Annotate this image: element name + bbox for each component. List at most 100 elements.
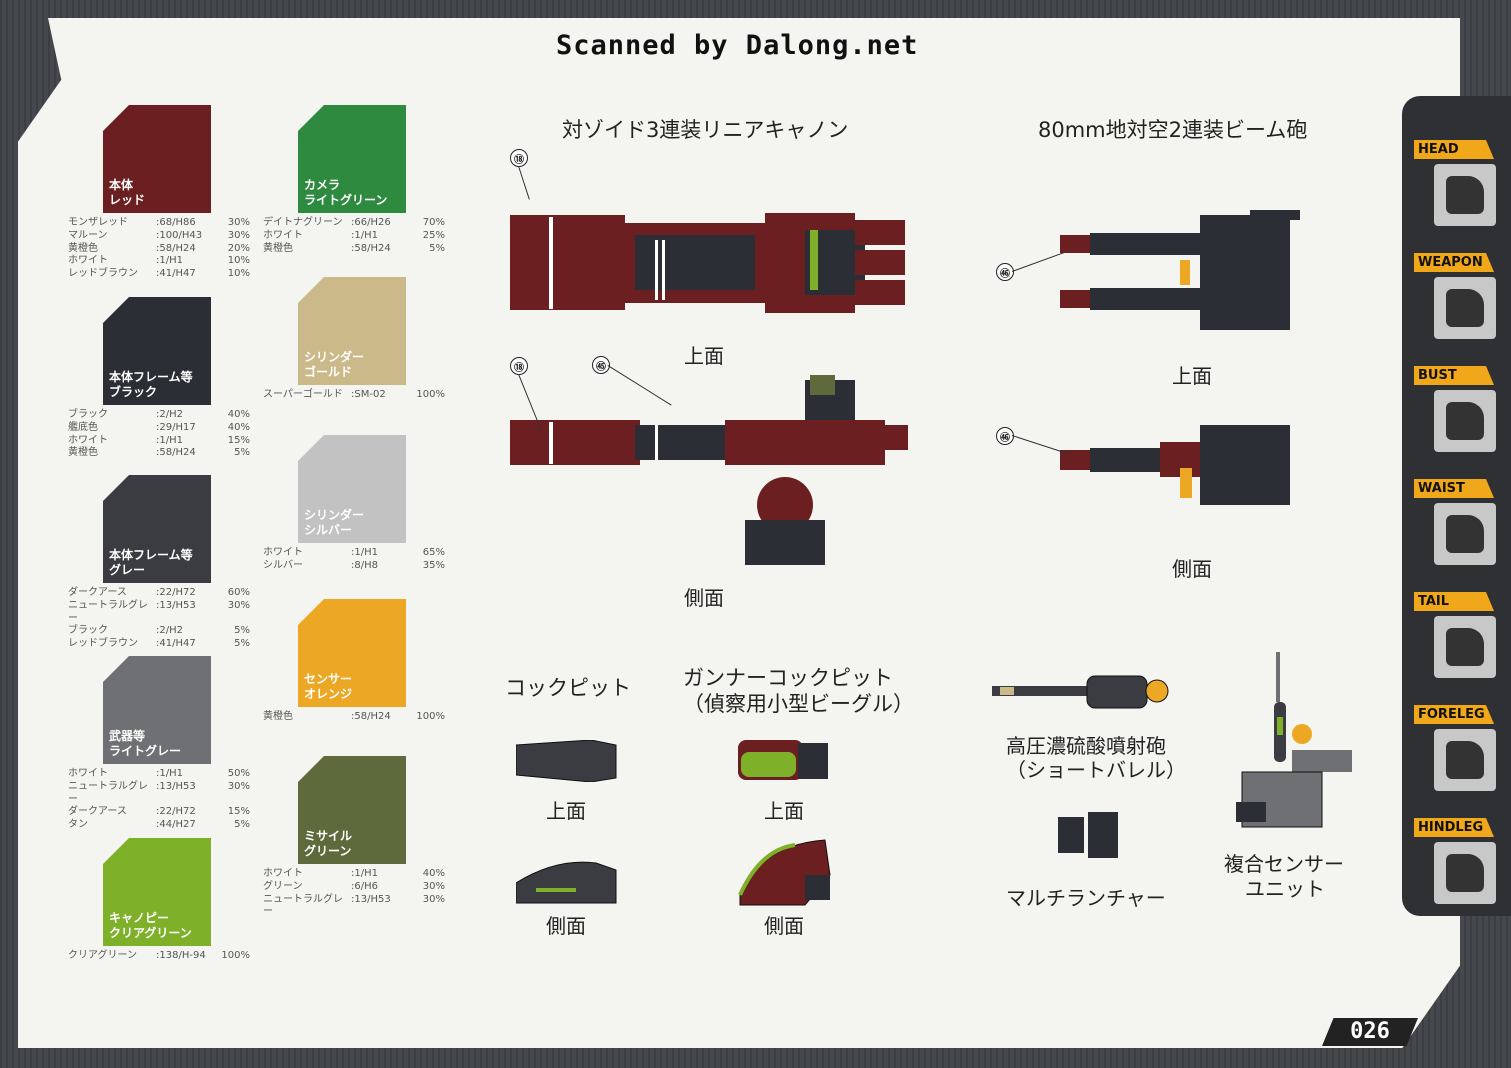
paint-code: :100/H43: [156, 229, 203, 241]
swatch-name-line2: グリーン: [304, 844, 352, 858]
paint-ratio: 100%: [416, 389, 445, 400]
paint-ratio: 5%: [234, 638, 250, 650]
swatch-name-line1: ミサイル: [304, 829, 353, 843]
paint-ratio: 5%: [234, 625, 250, 637]
sensor-unit-view: [1236, 652, 1352, 828]
color-swatch: カメラライトグリーン: [298, 105, 406, 213]
paint-ratio: 50%: [227, 768, 250, 779]
paint-code: :13/H53: [156, 780, 196, 792]
paint-ratio: 30%: [422, 893, 445, 905]
paint-name: ダークアース: [68, 806, 127, 818]
zoid-part-icon: [1434, 616, 1496, 678]
swatch-name-line2: クリアグリーン: [109, 926, 192, 940]
multi-title: マルチランチャー: [1006, 886, 1166, 910]
gunner-top-caption: 上面: [764, 799, 804, 823]
paint-ratio: 40%: [227, 421, 250, 433]
beam-side-caption: 側面: [1172, 557, 1212, 581]
swatch-name-line2: ブラック: [109, 385, 158, 399]
gunner-top-view: [738, 740, 828, 780]
swatch-name-line2: オレンジ: [304, 687, 353, 701]
swatch-name-line1: カメラ: [304, 178, 341, 192]
paint-name: ホワイト: [263, 229, 303, 241]
paint-name: ダークアース: [68, 587, 127, 598]
paint-name: ニュートラルグレー: [263, 893, 343, 918]
paint-ratio: 25%: [422, 229, 445, 241]
tab-waist[interactable]: WAIST: [1414, 479, 1500, 579]
color-swatch: センサーオレンジ: [298, 599, 406, 707]
tab-label: HINDLEG: [1414, 818, 1494, 837]
color-swatch: 本体レッド: [103, 105, 211, 213]
color-swatch: 本体フレーム等ブラック: [103, 297, 211, 405]
paint-name: 黄橙色: [263, 242, 293, 254]
paint-ratio: 15%: [227, 434, 250, 446]
paint-code: :44/H27: [156, 819, 196, 831]
tab-hindleg[interactable]: HINDLEG: [1414, 818, 1500, 918]
paint-code: :1/H1: [156, 434, 183, 446]
paint-code: :138/H-94: [156, 950, 206, 961]
swatch-name-line2: ライトグリーン: [304, 193, 388, 207]
tab-head[interactable]: HEAD: [1414, 140, 1500, 240]
zoid-part-icon: [1434, 277, 1496, 339]
paint-code: :2/H2: [156, 625, 183, 637]
swatch-label: シリンダーゴールド: [304, 350, 364, 380]
cannon-top-view: [510, 213, 905, 313]
paint-ratio: 100%: [416, 711, 445, 722]
tab-label: BUST: [1414, 366, 1494, 385]
tab-label: HEAD: [1414, 140, 1494, 159]
beam-top-caption: 上面: [1172, 364, 1212, 388]
swatch-name-line1: キャノピー: [109, 911, 170, 925]
tab-tail[interactable]: TAIL: [1414, 592, 1500, 692]
swatch-label: シリンダーシルバー: [304, 508, 364, 538]
paint-mix-row: ホワイト :1/H1 25%: [263, 230, 445, 243]
swatch-name-line2: シルバー: [304, 523, 353, 537]
paint-code: :41/H47: [156, 268, 196, 280]
paint-name: ホワイト: [68, 768, 108, 779]
tab-bust[interactable]: BUST: [1414, 366, 1500, 466]
cockpit-title: コックピット: [505, 676, 631, 700]
tab-weapon[interactable]: WEAPON: [1414, 253, 1500, 353]
zoid-part-icon: [1434, 729, 1496, 791]
paint-code: :1/H1: [156, 255, 183, 267]
paint-code: :2/H2: [156, 409, 183, 420]
beam-title: 80mm地対空2連装ビーム砲: [1038, 118, 1308, 142]
beam-side-view: [1060, 425, 1290, 505]
swatch-label: カメラライトグリーン: [304, 178, 387, 208]
paint-code: :58/H24: [156, 242, 196, 254]
paint-code: :1/H1: [351, 868, 378, 879]
swatch-label: ミサイルグリーン: [304, 829, 352, 859]
swatch-name-line1: 本体: [109, 178, 134, 192]
paint-name: 黄橙色: [68, 447, 98, 459]
tab-foreleg[interactable]: FORELEG: [1414, 705, 1500, 805]
paint-name: モンザレッド: [68, 217, 128, 228]
sensor-title-1: 複合センサー: [1224, 852, 1344, 876]
color-swatch: シリンダーゴールド: [298, 277, 406, 385]
paint-code: :1/H1: [351, 547, 378, 558]
paint-code: :66/H26: [351, 217, 391, 228]
paint-code: :58/H24: [156, 447, 196, 459]
paint-ratio: 5%: [234, 819, 250, 831]
color-swatch: キャノピークリアグリーン: [103, 838, 211, 946]
paint-code: :SM-02: [351, 389, 386, 400]
swatch-name-line1: 本体フレーム等: [109, 370, 193, 384]
acid-title-1: 高圧濃硫酸噴射砲: [1006, 734, 1166, 758]
swatch-name-line1: シリンダー: [304, 350, 365, 364]
tab-label: WEAPON: [1414, 253, 1494, 272]
paint-code: :1/H1: [351, 229, 378, 241]
cockpit-side-caption: 側面: [546, 914, 586, 938]
